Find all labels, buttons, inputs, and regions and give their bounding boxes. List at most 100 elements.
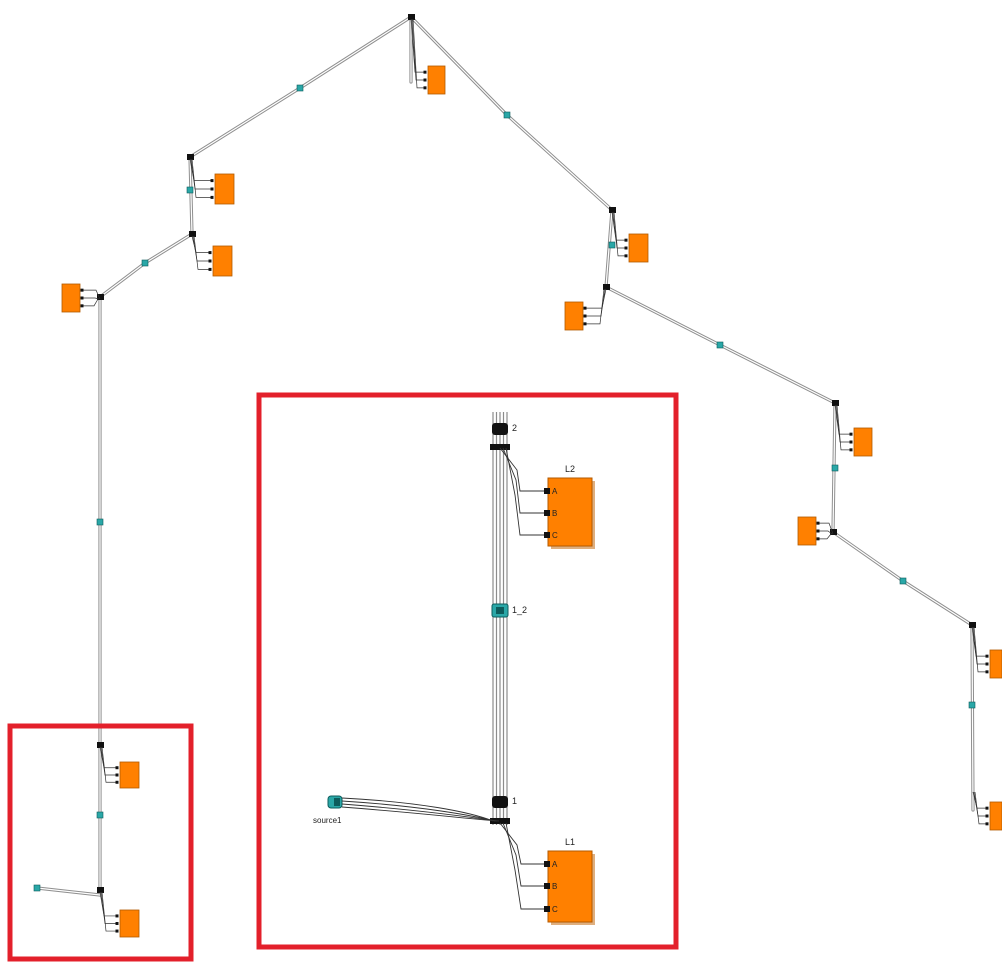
load-port[interactable] — [624, 254, 628, 258]
load-port[interactable] — [80, 304, 84, 308]
load-port[interactable] — [115, 914, 119, 918]
load-L1-phase-c: C — [552, 905, 558, 914]
line-segment[interactable] — [96, 811, 104, 819]
load-port[interactable] — [985, 822, 989, 826]
load-port[interactable] — [816, 529, 820, 533]
load-port[interactable] — [80, 288, 84, 292]
load-block[interactable] — [564, 301, 584, 331]
load-L2-port-a[interactable] — [544, 488, 550, 494]
bus-node[interactable] — [187, 154, 194, 160]
load-port[interactable] — [115, 929, 119, 933]
line-segment[interactable] — [96, 518, 104, 526]
load-port[interactable] — [583, 322, 587, 326]
segment-1-2-label: 1_2 — [512, 605, 527, 615]
load-L1-port-c[interactable] — [544, 906, 550, 912]
load-port[interactable] — [423, 78, 427, 82]
load-L2-phase-a: A — [552, 487, 558, 496]
load-block[interactable] — [989, 801, 1002, 831]
line-segment[interactable] — [141, 259, 149, 267]
load-L1-port-b[interactable] — [544, 883, 550, 889]
bus-node[interactable] — [609, 207, 616, 213]
load-L1-phase-a: A — [552, 860, 558, 869]
load-port[interactable] — [849, 448, 853, 452]
load-block[interactable] — [119, 761, 140, 789]
segment-1-2[interactable] — [491, 603, 509, 618]
load-wire — [585, 288, 605, 325]
load-port[interactable] — [115, 766, 119, 770]
load-block[interactable] — [214, 173, 235, 205]
load-wire — [101, 746, 117, 783]
load-port[interactable] — [423, 70, 427, 74]
load-block[interactable] — [212, 245, 233, 277]
line-segment[interactable] — [608, 241, 616, 249]
load-port[interactable] — [849, 440, 853, 444]
bus-node[interactable] — [408, 14, 415, 20]
line-segment[interactable] — [831, 464, 839, 472]
load-port[interactable] — [210, 179, 214, 183]
load-port[interactable] — [985, 814, 989, 818]
load-wire — [972, 626, 987, 665]
load-port[interactable] — [80, 296, 84, 300]
load-block[interactable] — [853, 427, 873, 457]
bus-node[interactable] — [832, 400, 839, 406]
load-wire — [818, 522, 834, 535]
load-port[interactable] — [816, 521, 820, 525]
load-port[interactable] — [210, 187, 214, 191]
line-segment[interactable] — [968, 701, 976, 709]
load-port[interactable] — [985, 806, 989, 810]
load-block[interactable] — [61, 283, 81, 313]
load-block[interactable] — [628, 233, 649, 263]
load-port[interactable] — [208, 267, 212, 271]
bus-node[interactable] — [189, 231, 196, 237]
load-port[interactable] — [115, 780, 119, 784]
highlight-box-zoom — [256, 392, 679, 950]
load-port[interactable] — [985, 654, 989, 658]
load-block[interactable] — [427, 65, 446, 95]
load-L2-port-c[interactable] — [544, 532, 550, 538]
load-port[interactable] — [210, 195, 214, 199]
bus-node[interactable] — [97, 887, 104, 893]
load-port[interactable] — [985, 670, 989, 674]
load-port[interactable] — [115, 922, 119, 925]
zoom-inset: 2 1_2 1 source1 L2 — [313, 412, 595, 925]
load-port[interactable] — [583, 306, 587, 310]
load-block[interactable] — [989, 649, 1002, 679]
bus-node[interactable] — [603, 284, 610, 290]
source-block[interactable] — [327, 795, 343, 809]
load-port[interactable] — [208, 259, 212, 263]
bus-node[interactable] — [97, 294, 104, 300]
load-L1[interactable] — [547, 850, 595, 925]
line-segment[interactable] — [33, 884, 41, 892]
source-connection — [341, 797, 500, 822]
bus-node[interactable] — [969, 622, 976, 628]
load-port[interactable] — [624, 246, 628, 250]
source-label: source1 — [313, 816, 342, 825]
load-port[interactable] — [624, 238, 628, 242]
bus-node[interactable] — [830, 529, 837, 535]
load-wire — [191, 158, 212, 198]
load-port[interactable] — [985, 662, 989, 666]
load-L2-port-b[interactable] — [544, 510, 550, 516]
bus-1-node[interactable] — [490, 796, 510, 824]
load-port[interactable] — [849, 432, 853, 436]
load-port[interactable] — [816, 537, 820, 541]
load-block[interactable] — [119, 909, 140, 938]
load-L1-port-a[interactable] — [544, 861, 550, 867]
load-block[interactable] — [797, 516, 817, 546]
load-wire — [82, 297, 100, 300]
line-segment[interactable] — [186, 186, 194, 194]
bus-2-node[interactable] — [490, 423, 510, 450]
load-port[interactable] — [115, 773, 119, 777]
line-segment[interactable] — [296, 84, 304, 92]
line-segment[interactable] — [716, 341, 724, 349]
bus-1-label: 1 — [512, 796, 517, 806]
load-wire — [973, 626, 987, 673]
line-segment[interactable] — [503, 111, 511, 119]
line-segment[interactable] — [899, 577, 907, 585]
load-port[interactable] — [583, 314, 587, 318]
bus-node[interactable] — [97, 742, 104, 748]
load-port[interactable] — [208, 251, 212, 255]
load-port[interactable] — [423, 86, 427, 90]
load-wire — [101, 891, 117, 932]
